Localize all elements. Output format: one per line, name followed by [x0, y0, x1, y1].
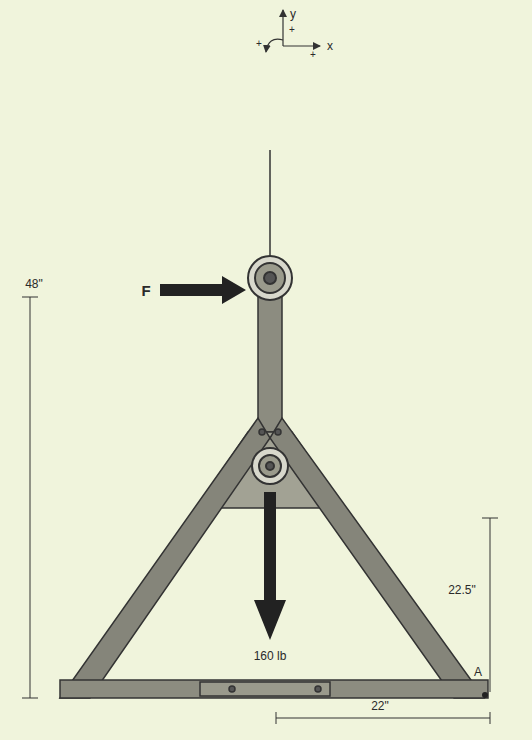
load-label: 160 lb	[252, 649, 289, 663]
sign-label: +	[309, 50, 317, 60]
dimension-label: 22"	[369, 699, 391, 713]
axis-label: x	[325, 39, 335, 53]
sign-label: +	[255, 39, 263, 49]
dimension-label: 22.5"	[446, 583, 478, 597]
axis-label: y	[288, 7, 298, 21]
dimension-lines	[22, 297, 498, 724]
pulleys	[248, 256, 292, 484]
dimension-label: 48"	[23, 277, 45, 291]
force-label: F	[139, 282, 152, 299]
point-label: A	[472, 665, 484, 679]
sign-label: +	[288, 25, 296, 35]
frame	[60, 296, 488, 698]
